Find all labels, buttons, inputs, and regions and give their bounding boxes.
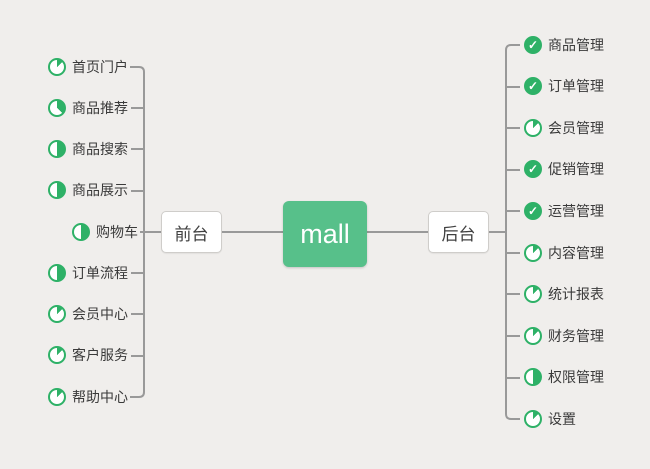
mindmap-leaf-item[interactable]: 商品推荐 xyxy=(0,87,128,128)
progress-icon xyxy=(524,160,542,179)
frontend-items-column: 首页门户 商品推荐 商品搜索 商品展示 购物车 订单流程 会员中心 客户服务 xyxy=(0,46,138,417)
branch-node-backend[interactable]: 后台 xyxy=(428,211,489,253)
progress-icon xyxy=(72,222,90,241)
leaf-label: 帮助中心 xyxy=(72,388,128,405)
progress-icon xyxy=(524,368,542,387)
leaf-label: 商品推荐 xyxy=(72,99,128,116)
leaf-label: 会员中心 xyxy=(72,306,128,323)
progress-icon xyxy=(524,77,542,96)
branch-node-frontend[interactable]: 前台 xyxy=(161,211,222,253)
backend-items-column: 商品管理 订单管理 会员管理 促销管理 运营管理 内容管理 统计报表 财务管理 xyxy=(524,24,650,439)
progress-icon xyxy=(48,98,66,117)
leaf-label: 订单管理 xyxy=(548,78,604,95)
progress-icon xyxy=(48,346,66,365)
leaf-label: 会员管理 xyxy=(548,119,604,136)
progress-icon xyxy=(48,387,66,406)
progress-icon xyxy=(524,118,542,137)
progress-icon xyxy=(524,409,542,428)
mindmap-leaf-item[interactable]: 统计报表 xyxy=(524,273,650,315)
leaf-label: 权限管理 xyxy=(548,369,604,386)
branch-node-label: 前台 xyxy=(174,224,209,244)
mindmap-leaf-item[interactable]: 帮助中心 xyxy=(0,376,128,417)
mindmap-leaf-item[interactable]: 会员管理 xyxy=(524,107,650,149)
leaf-label: 订单流程 xyxy=(72,264,128,281)
mindmap-leaf-item[interactable]: 运营管理 xyxy=(524,190,650,232)
leaf-label: 购物车 xyxy=(96,223,138,240)
progress-icon xyxy=(48,140,66,159)
mindmap-leaf-item[interactable]: 权限管理 xyxy=(524,356,650,398)
leaf-label: 统计报表 xyxy=(548,286,604,303)
branch-node-label: 后台 xyxy=(441,224,476,244)
mindmap-leaf-item[interactable]: 促销管理 xyxy=(524,149,650,191)
leaf-label: 客户服务 xyxy=(72,347,128,364)
leaf-label: 商品搜索 xyxy=(72,141,128,158)
leaf-label: 商品展示 xyxy=(72,182,128,199)
mindmap-leaf-item[interactable]: 商品展示 xyxy=(0,170,128,211)
progress-icon xyxy=(524,285,542,304)
progress-icon xyxy=(48,305,66,324)
mindmap-leaf-item[interactable]: 内容管理 xyxy=(524,232,650,274)
leaf-label: 首页门户 xyxy=(72,58,128,75)
leaf-label: 设置 xyxy=(548,410,576,427)
leaf-label: 商品管理 xyxy=(548,36,604,53)
mindmap-leaf-item[interactable]: 客户服务 xyxy=(0,335,128,376)
mindmap-leaf-item[interactable]: 订单流程 xyxy=(0,252,128,293)
mindmap-leaf-item[interactable]: 订单管理 xyxy=(524,66,650,108)
progress-icon xyxy=(48,57,66,76)
mindmap-leaf-item[interactable]: 购物车 xyxy=(0,211,138,252)
mindmap-leaf-item[interactable]: 财务管理 xyxy=(524,315,650,357)
root-node-mall[interactable]: mall xyxy=(283,201,367,267)
progress-icon xyxy=(524,35,542,54)
mindmap-leaf-item[interactable]: 会员中心 xyxy=(0,294,128,335)
progress-icon xyxy=(524,201,542,220)
progress-icon xyxy=(48,263,66,282)
progress-icon xyxy=(524,243,542,262)
leaf-label: 内容管理 xyxy=(548,244,604,261)
root-node-label: mall xyxy=(300,218,350,249)
progress-icon xyxy=(48,181,66,200)
leaf-label: 财务管理 xyxy=(548,327,604,344)
leaf-label: 促销管理 xyxy=(548,161,604,178)
mindmap-leaf-item[interactable]: 首页门户 xyxy=(0,46,128,87)
leaf-label: 运营管理 xyxy=(548,202,604,219)
mindmap-leaf-item[interactable]: 设置 xyxy=(524,398,650,440)
mindmap-leaf-item[interactable]: 商品搜索 xyxy=(0,129,128,170)
progress-icon xyxy=(524,326,542,345)
mindmap-leaf-item[interactable]: 商品管理 xyxy=(524,24,650,66)
